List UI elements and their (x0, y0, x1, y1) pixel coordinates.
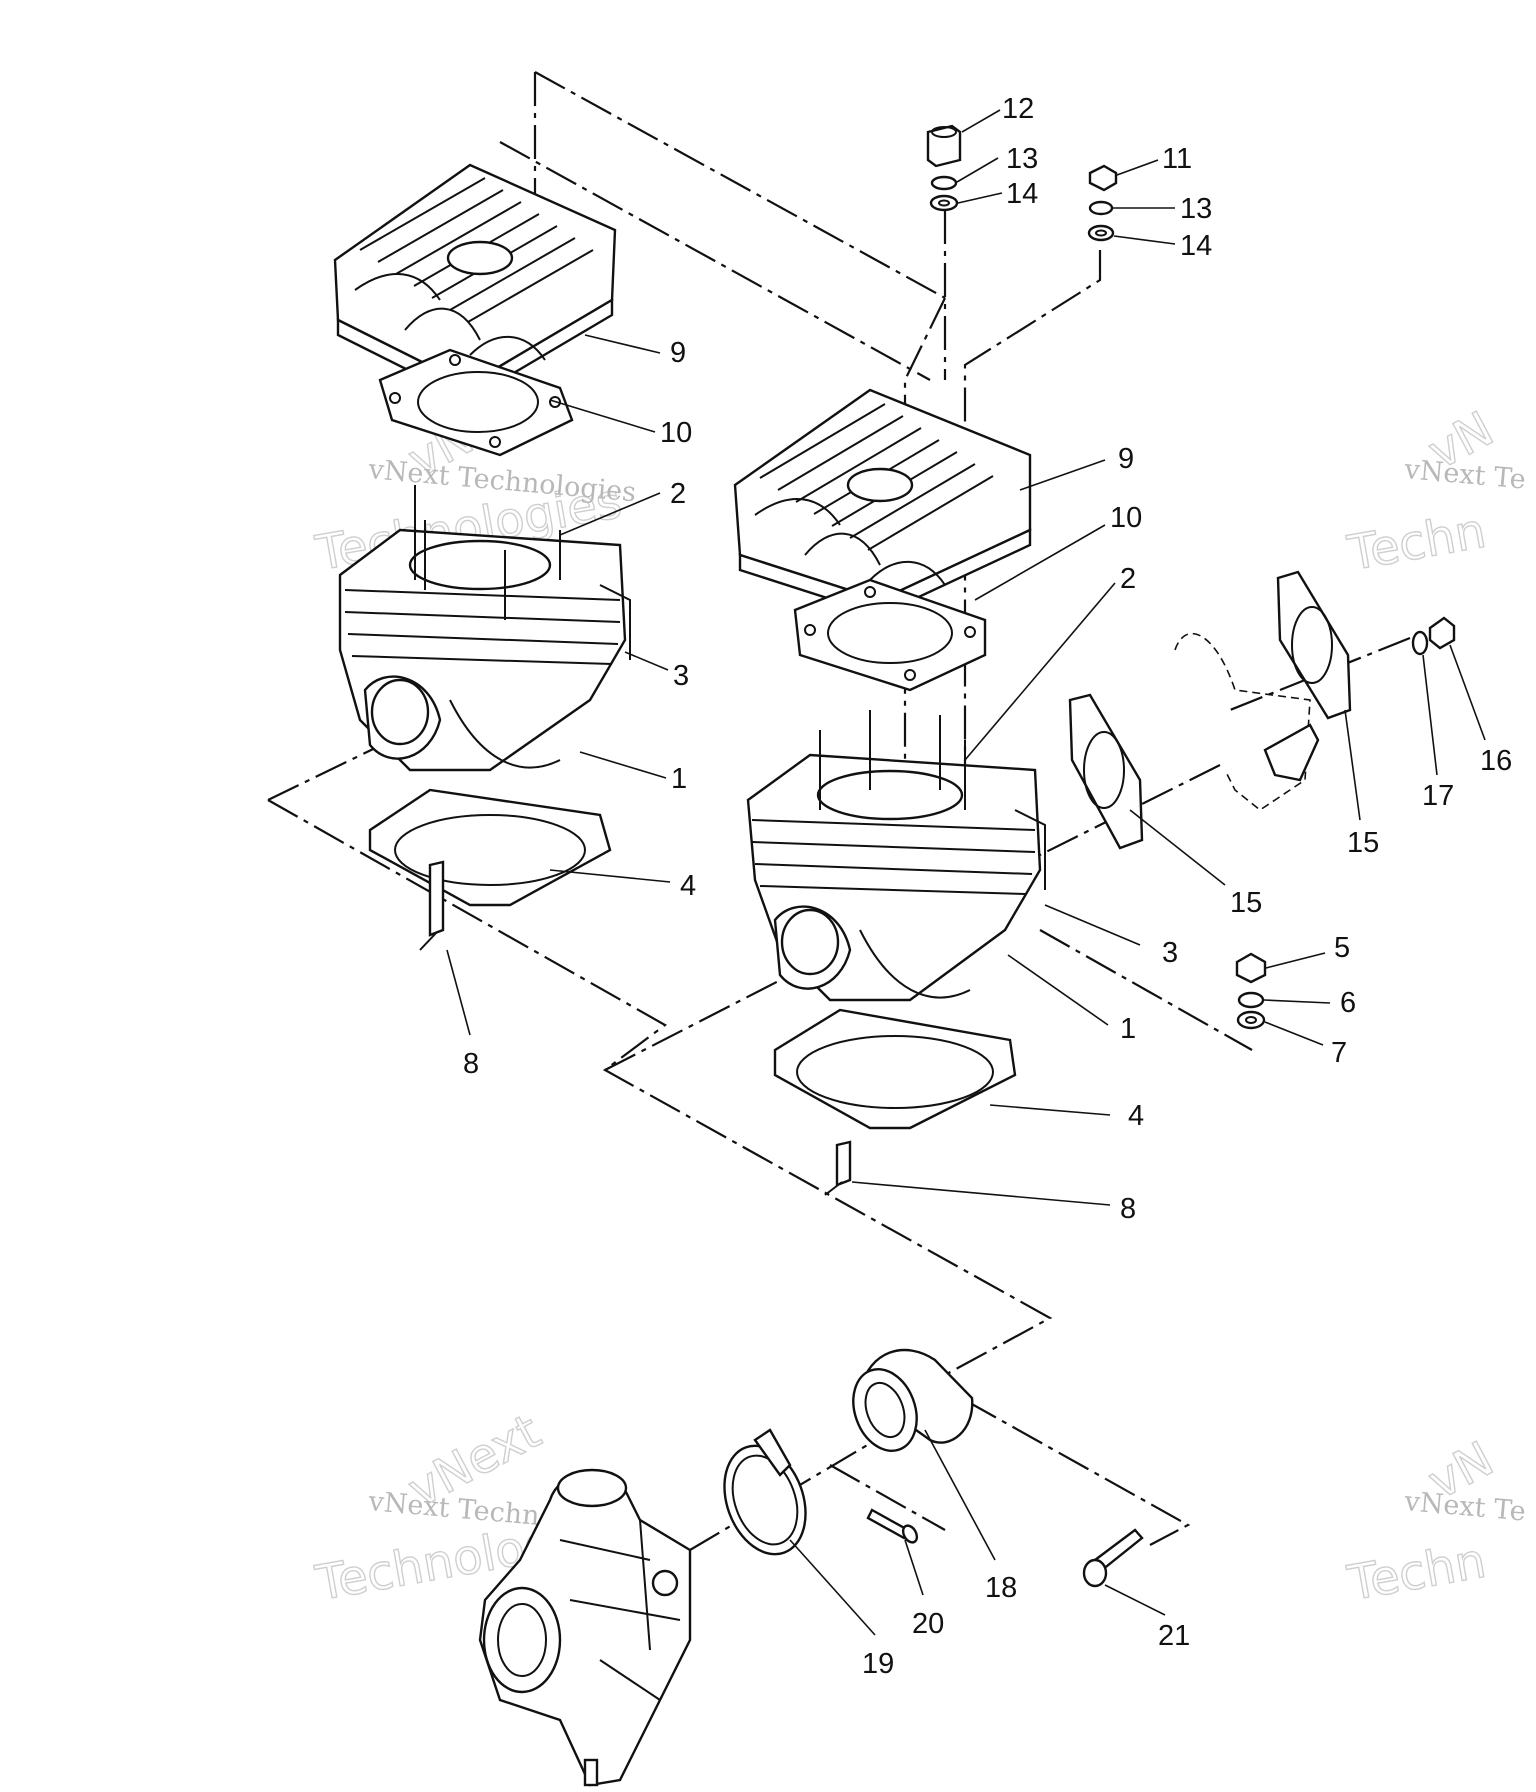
flat-washer-14-right (1087, 224, 1115, 242)
exhaust-gasket-15-b (1276, 570, 1352, 720)
head-gasket-left (378, 348, 574, 457)
callout-14: 14 (1006, 178, 1038, 210)
callout-13: 13 (1006, 143, 1038, 175)
callout-15: 15 (1347, 827, 1379, 859)
dowel-pin-left (419, 860, 445, 951)
watermark-top-right: Techn vN vNext Te (1343, 400, 1527, 582)
callout-13: 13 (1180, 193, 1212, 225)
callout-10: 10 (1110, 502, 1142, 534)
callout-9: 9 (1118, 443, 1134, 475)
callout-7: 7 (1331, 1037, 1347, 1069)
svg-text:vNext Te: vNext Te (1402, 1486, 1527, 1528)
callout-4: 4 (1128, 1100, 1144, 1132)
base-gasket-left (368, 788, 612, 907)
callout-2: 2 (1120, 563, 1136, 595)
callout-3: 3 (1162, 937, 1178, 969)
callout-labels: 12 13 14 11 13 14 9 10 2 3 1 4 8 9 10 2 … (463, 93, 1512, 1680)
flat-washer-7 (1236, 1010, 1266, 1030)
carburetor (478, 1468, 692, 1787)
callout-5: 5 (1334, 932, 1350, 964)
lock-washer-6 (1237, 991, 1265, 1009)
svg-text:Techn: Techn (1343, 503, 1490, 582)
callout-15: 15 (1230, 887, 1262, 919)
base-gasket-right (773, 1008, 1017, 1130)
exhaust-manifold (1174, 632, 1320, 811)
callout-11: 11 (1162, 143, 1192, 175)
callout-12: 12 (1002, 93, 1034, 125)
watermark-bottom-right: Techn vN vNext Te (1343, 1430, 1527, 1612)
callout-8: 8 (1120, 1193, 1136, 1225)
callout-17: 17 (1422, 780, 1454, 812)
leader-lines (446, 109, 1486, 1636)
nut-11 (1088, 164, 1118, 192)
intake-adapter-18 (852, 1348, 974, 1452)
clamp-19 (723, 1428, 807, 1556)
cylinder-right (746, 710, 1046, 1002)
callout-19: 19 (862, 1648, 894, 1680)
callout-14: 14 (1180, 230, 1212, 262)
callout-20: 20 (912, 1608, 944, 1640)
lock-washer-17 (1411, 630, 1429, 656)
callout-10: 10 (660, 417, 692, 449)
svg-text:vNext Te: vNext Te (1402, 454, 1527, 496)
callout-8: 8 (463, 1048, 479, 1080)
head-nut-12 (926, 124, 962, 168)
cylinder-head-left (333, 163, 617, 402)
callout-16: 16 (1480, 745, 1512, 777)
nut-5 (1235, 952, 1267, 984)
lock-washer-13-right (1088, 200, 1114, 216)
lock-washer-13-left (930, 175, 958, 191)
callout-6: 6 (1340, 987, 1356, 1019)
callout-1: 1 (671, 763, 687, 795)
callout-4: 4 (680, 870, 696, 902)
head-gasket-right (793, 578, 987, 692)
flat-washer-14-left (929, 194, 959, 212)
callout-3: 3 (673, 660, 689, 692)
callout-2: 2 (670, 478, 686, 510)
screw-20 (866, 1508, 919, 1544)
svg-text:Techn: Techn (1343, 1533, 1490, 1612)
bolt-21 (1082, 1528, 1144, 1588)
exhaust-gasket-15-a (1068, 693, 1144, 850)
dowel-pin-right (824, 1140, 852, 1196)
cylinder-head-right (733, 388, 1032, 617)
callout-1: 1 (1120, 1013, 1136, 1045)
callout-18: 18 (985, 1572, 1017, 1604)
callout-9: 9 (670, 337, 686, 369)
callout-21: 21 (1158, 1620, 1190, 1652)
cylinder-left (338, 485, 631, 772)
nut-16 (1428, 616, 1456, 650)
